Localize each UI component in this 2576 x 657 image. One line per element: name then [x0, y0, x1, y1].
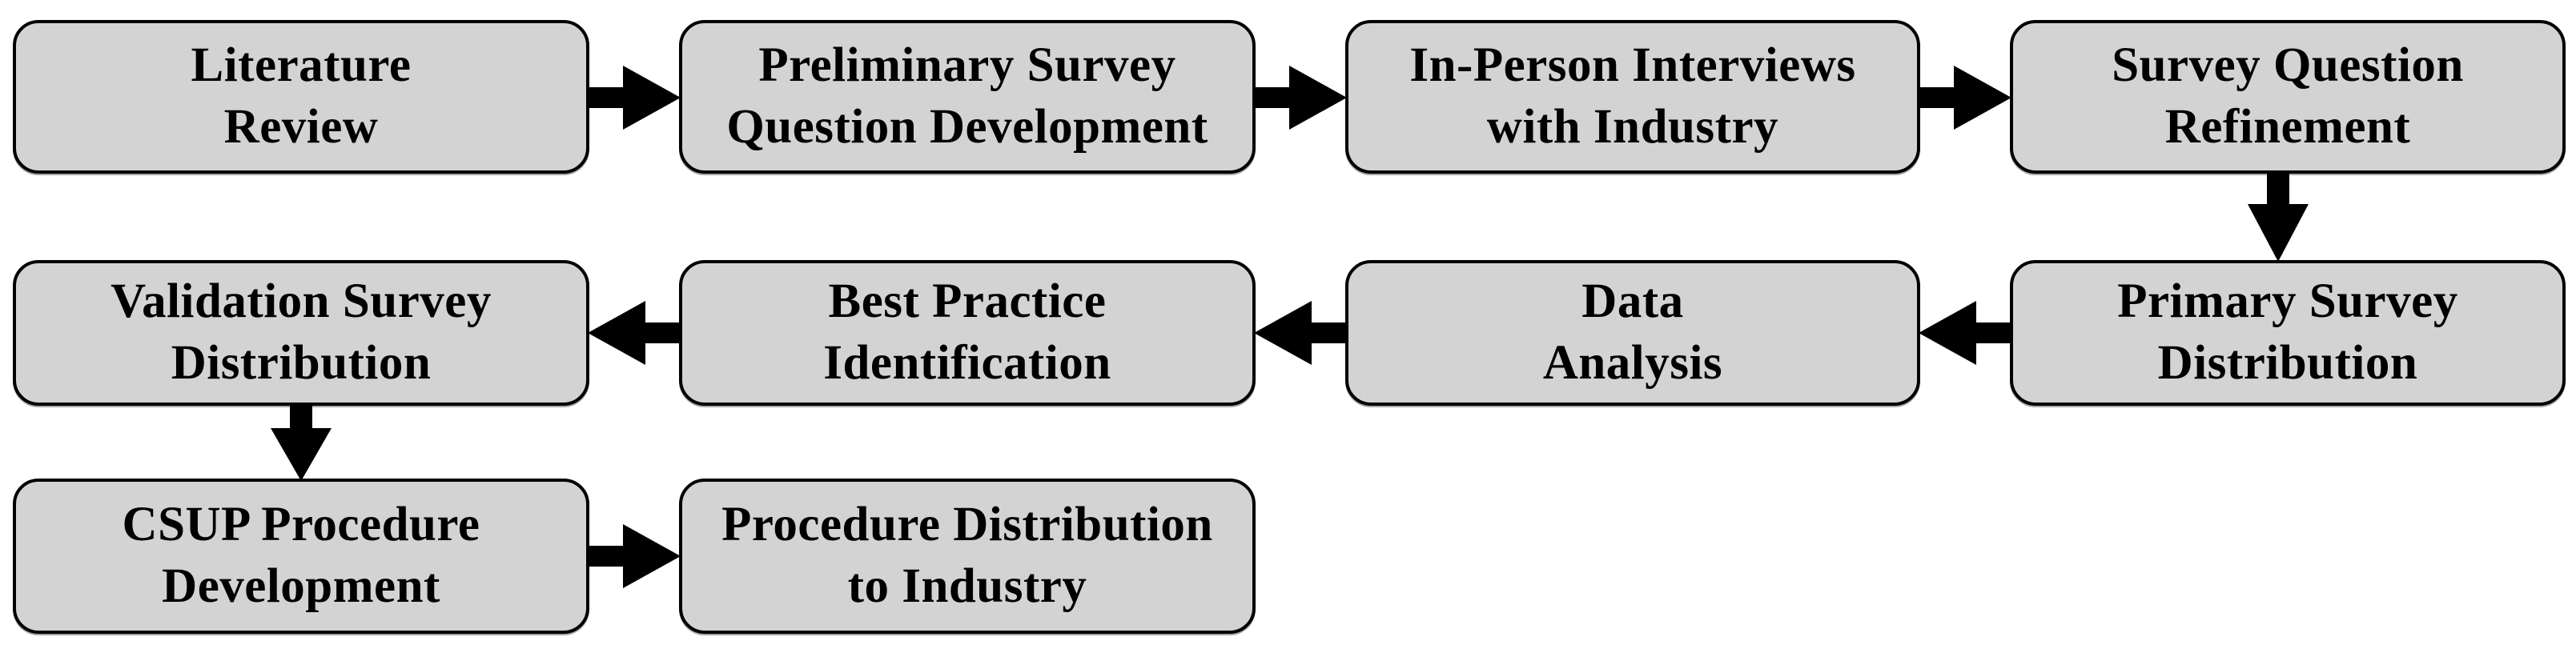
- flow-node-primary-survey-distribution: Primary Survey Distribution: [2010, 260, 2566, 406]
- flow-node-best-practice-identification: Best Practice Identification: [679, 260, 1256, 406]
- arrow-right-preliminary-to-interviews: [1254, 66, 1347, 130]
- flow-node-data-analysis: Data Analysis: [1345, 260, 1920, 406]
- flow-node-label: Preliminary Survey Question Development: [726, 38, 1208, 154]
- flow-node-label: In-Person Interviews with Industry: [1409, 38, 1856, 154]
- flow-node-label: Literature Review: [191, 38, 412, 154]
- flow-node-label: Validation Survey Distribution: [111, 274, 492, 390]
- flow-node-label: Best Practice Identification: [823, 274, 1111, 390]
- flow-node-validation-survey-distribution: Validation Survey Distribution: [13, 260, 589, 406]
- flow-node-label: Procedure Distribution to Industry: [721, 498, 1213, 613]
- arrow-down-refinement-to-primary-distribution: [2248, 172, 2309, 262]
- flow-node-preliminary-survey-question-development: Preliminary Survey Question Development: [679, 20, 1256, 174]
- arrow-right-csup-to-procedure-distribution: [588, 524, 681, 588]
- flow-node-label: CSUP Procedure Development: [122, 498, 480, 613]
- arrow-left-best-practice-to-validation: [588, 301, 681, 365]
- flow-node-literature-review: Literature Review: [13, 20, 589, 174]
- arrow-right-literature-to-preliminary: [588, 66, 681, 130]
- flow-node-procedure-distribution-to-industry: Procedure Distribution to Industry: [679, 479, 1256, 634]
- arrow-left-data-analysis-to-best-practice: [1254, 301, 1347, 365]
- arrow-left-primary-distribution-to-data-analysis: [1919, 301, 2011, 365]
- flow-node-label: Data Analysis: [1542, 274, 1723, 390]
- arrow-right-interviews-to-refinement: [1919, 66, 2011, 130]
- flow-node-survey-question-refinement: Survey Question Refinement: [2010, 20, 2566, 174]
- arrow-down-validation-to-csup: [271, 404, 332, 481]
- flow-node-label: Primary Survey Distribution: [2117, 274, 2458, 390]
- flow-node-in-person-interviews-with-industry: In-Person Interviews with Industry: [1345, 20, 1920, 174]
- flow-node-csup-procedure-development: CSUP Procedure Development: [13, 479, 589, 634]
- flow-node-label: Survey Question Refinement: [2112, 38, 2464, 154]
